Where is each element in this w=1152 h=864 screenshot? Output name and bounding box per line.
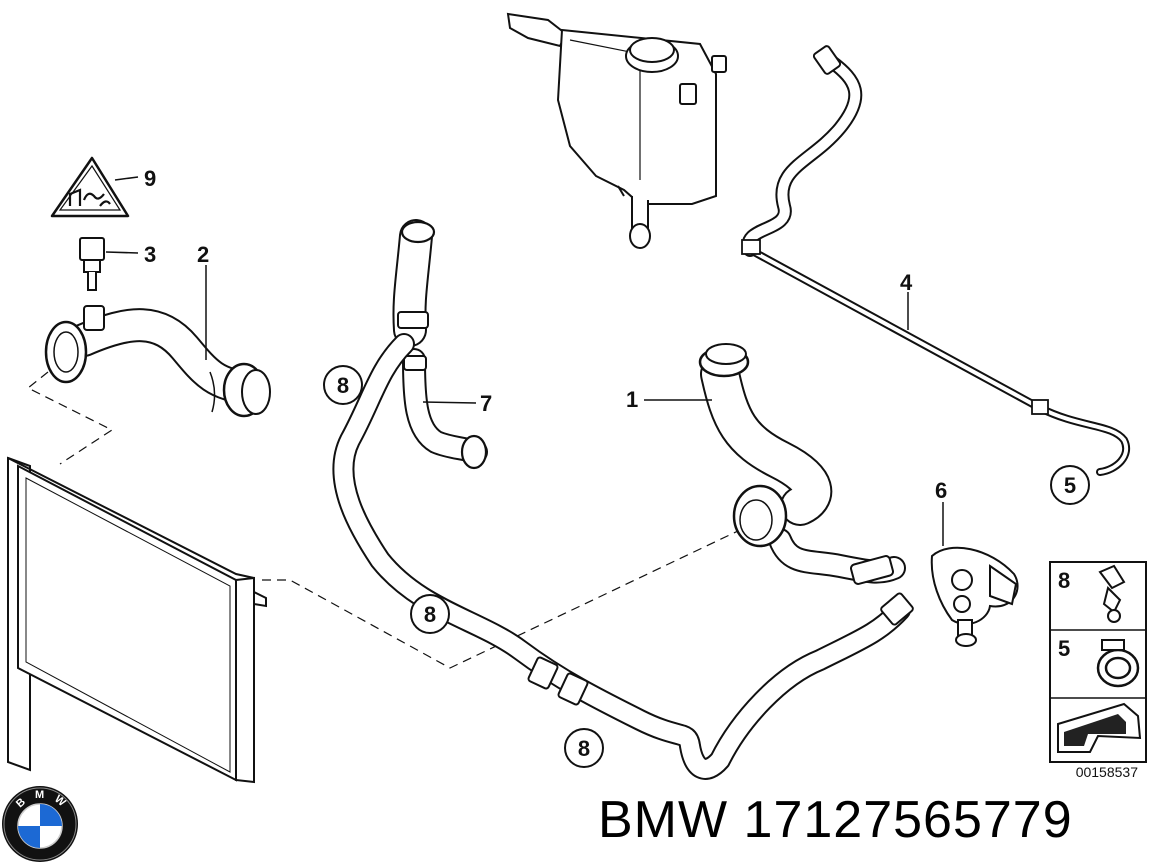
- hose-2: [44, 305, 271, 418]
- callout-8c-circle: [564, 728, 604, 768]
- long-return-hose: [332, 333, 914, 780]
- logo-letter-m: M: [35, 789, 44, 801]
- callout-1: 1: [626, 387, 638, 412]
- callout-8c: 8: [578, 736, 590, 761]
- legend-clamp-8-icon: [1098, 564, 1126, 623]
- callout-5: 5: [1064, 473, 1076, 498]
- callout-8b: 8: [424, 602, 436, 627]
- callout-8a: 8: [337, 373, 349, 398]
- callout-3: 3: [144, 242, 156, 267]
- reference-number: 00158537: [1075, 764, 1138, 780]
- warning-label-triangle: [50, 156, 130, 218]
- callout-8b-circle: [410, 594, 450, 634]
- callout-5-circle: [1050, 465, 1090, 505]
- part-number-title: BMW 17127565779: [598, 791, 1073, 849]
- radiator: [7, 456, 267, 784]
- bmw-logo: B M W: [2, 786, 78, 862]
- callout-2: 2: [197, 242, 209, 267]
- hose-1: [698, 343, 906, 585]
- legend-box: 8 5: [1049, 561, 1147, 763]
- expansion-tank: [506, 12, 727, 249]
- hose-7: [392, 219, 488, 470]
- callout-7: 7: [480, 391, 492, 416]
- callout-8a-circle: [323, 365, 363, 405]
- callout-4: 4: [900, 270, 913, 295]
- leader-lines: [105, 176, 944, 546]
- callouts: 9 3 2 4 1 7 6 8 8 8 5: [144, 166, 1090, 768]
- hose-4: [741, 45, 1130, 476]
- legend-item-5: 5: [1058, 636, 1070, 661]
- callout-9: 9: [144, 166, 156, 191]
- callout-6: 6: [935, 478, 947, 503]
- legend-clamp-5-icon: [1096, 639, 1140, 688]
- legend-arrow-icon: [1057, 702, 1142, 753]
- hose-bracket: [930, 546, 1019, 647]
- legend-item-8: 8: [1058, 568, 1070, 593]
- dashed-reference-lines: [26, 371, 741, 669]
- temperature-sensor: [79, 237, 105, 291]
